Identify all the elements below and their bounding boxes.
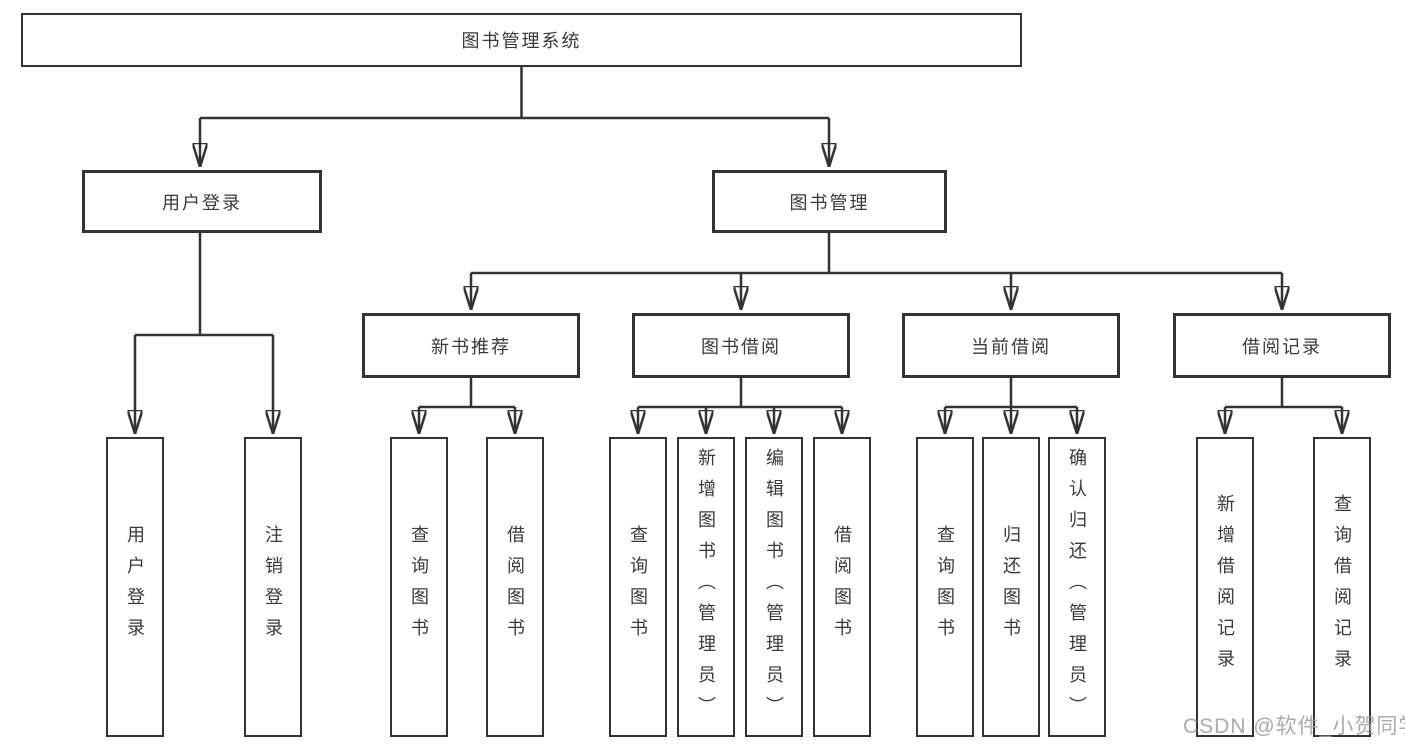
node-new-book-recommendation-label: 新书推荐 xyxy=(431,336,511,357)
node-new-book-recommendation: 新书推荐 xyxy=(362,313,580,378)
node-library-management-system: 图书管理系统 xyxy=(21,13,1022,67)
node-library-management-system-label: 图书管理系统 xyxy=(461,31,582,51)
leaf-query-books-current: 查询图书 xyxy=(916,437,974,737)
leaf-edit-book-admin-label: 编辑图书（管理员） xyxy=(764,447,784,727)
leaf-add-borrowing-record-label: 新增借阅记录 xyxy=(1215,494,1235,680)
leaf-return-book: 归还图书 xyxy=(982,437,1040,737)
leaf-query-books-recommendation: 查询图书 xyxy=(390,437,448,737)
node-book-borrowing-label: 图书借阅 xyxy=(701,336,781,357)
leaf-confirm-return-admin: 确认归还（管理员） xyxy=(1048,437,1106,737)
leaf-borrow-books-recommendation: 借阅图书 xyxy=(486,437,544,737)
leaf-add-borrowing-record: 新增借阅记录 xyxy=(1196,437,1254,737)
leaf-add-book-admin-label: 新增图书（管理员） xyxy=(696,447,716,727)
leaf-logout: 注销登录 xyxy=(244,437,302,737)
leaf-borrow-books-borrowing: 借阅图书 xyxy=(813,437,871,737)
leaf-user-login-label: 用户登录 xyxy=(125,525,145,649)
leaf-query-books-borrowing: 查询图书 xyxy=(609,437,667,737)
node-book-management: 图书管理 xyxy=(712,170,947,233)
node-book-management-label: 图书管理 xyxy=(789,192,870,213)
node-borrowing-records: 借阅记录 xyxy=(1173,313,1391,378)
leaf-borrow-books-recommendation-label: 借阅图书 xyxy=(505,525,525,649)
leaf-query-books-recommendation-label: 查询图书 xyxy=(409,525,429,649)
leaf-user-login: 用户登录 xyxy=(106,437,164,737)
leaf-add-book-admin: 新增图书（管理员） xyxy=(677,437,735,737)
node-current-borrowing-label: 当前借阅 xyxy=(971,336,1051,357)
node-user-login-group-label: 用户登录 xyxy=(162,192,242,213)
leaf-query-books-borrowing-label: 查询图书 xyxy=(628,525,648,649)
node-borrowing-records-label: 借阅记录 xyxy=(1242,336,1322,357)
leaf-logout-label: 注销登录 xyxy=(263,525,283,649)
leaf-confirm-return-admin-label: 确认归还（管理员） xyxy=(1067,447,1087,727)
leaf-query-books-current-label: 查询图书 xyxy=(935,525,955,649)
leaf-borrow-books-borrowing-label: 借阅图书 xyxy=(832,525,852,649)
node-book-borrowing: 图书借阅 xyxy=(632,313,850,378)
leaf-query-borrowing-record-label: 查询借阅记录 xyxy=(1332,494,1352,680)
leaf-return-book-label: 归还图书 xyxy=(1001,525,1021,649)
leaf-query-borrowing-record: 查询借阅记录 xyxy=(1313,437,1371,737)
node-current-borrowing: 当前借阅 xyxy=(902,313,1120,378)
leaf-edit-book-admin: 编辑图书（管理员） xyxy=(745,437,803,737)
node-user-login-group: 用户登录 xyxy=(82,170,322,233)
watermark: CSDN @软件_小贺同学 xyxy=(1183,715,1405,738)
